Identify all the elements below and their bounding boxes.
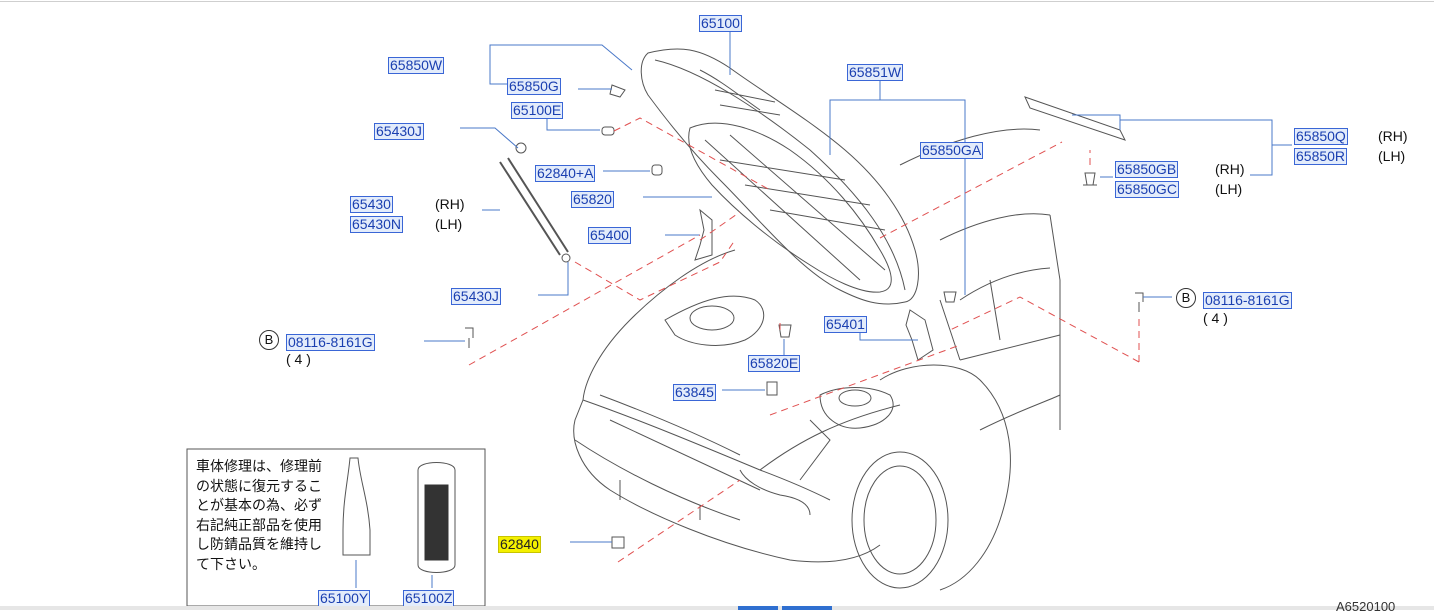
bolt-right [1135,292,1144,312]
stopper-65100e [601,126,615,136]
gas-strut-body [499,157,569,256]
horizontal-scrollbar[interactable] [0,606,1434,610]
side-label-lh-65850r: (LH) [1378,148,1406,164]
bumper-65820e [778,324,792,338]
part-link-65100[interactable]: 65100 [699,15,742,32]
spray-can [417,462,456,573]
bolt-ref-circle-left: B [259,330,279,350]
spray-can-label [424,484,449,561]
part-link-65400[interactable]: 65400 [588,227,631,244]
part-link-65820[interactable]: 65820 [571,191,614,208]
clip-63845 [766,381,778,396]
strut-cap-left [689,305,735,331]
grommet-62840a [651,164,663,176]
dashed-reference-lines [468,117,1140,563]
body-headlamp [739,469,811,516]
scrollbar-thumb-left[interactable] [738,606,778,610]
part-link-65430n[interactable]: 65430N [350,216,404,233]
part-link-65100z[interactable]: 65100Z [403,590,455,607]
hood-ribs [699,69,781,116]
wheel-rim [863,465,937,575]
part-link-65401[interactable]: 65401 [824,316,867,333]
side-label-rh-65850gb: (RH) [1215,161,1245,177]
part-link-65850r[interactable]: 65850R [1294,148,1348,165]
scrollbar-thumb-right[interactable] [782,606,832,610]
hood-hinge-left [694,208,713,261]
clip-65850g [609,84,626,98]
part-link-08116-right[interactable]: 08116-8161G [1203,292,1292,309]
qty-label-right: ( 4 ) [1203,310,1228,326]
hood-seal-strip [1024,96,1126,141]
front-wheel [851,451,949,589]
hood-outline [640,48,919,305]
repair-note-text: 車体修理は、修理前の状態に復元することが基本の為、必ず右記純正部品を使用し防錆品… [196,459,322,573]
part-link-65850w[interactable]: 65850W [388,57,445,74]
side-label-lh-65850gc: (LH) [1215,181,1243,197]
hood-edge [654,59,906,291]
part-link-65430[interactable]: 65430 [350,196,393,213]
body-bumper-lines [574,394,761,521]
strut-cap-right [838,389,872,407]
bolt-left [465,327,474,348]
door-lines [959,334,1061,431]
part-link-65430j-top[interactable]: 65430J [374,123,424,140]
side-label-rh-65850q: (RH) [1378,128,1408,144]
hood-hinge-right [905,309,934,361]
part-link-65100e[interactable]: 65100E [511,102,564,119]
hood-inner-frame [688,122,892,293]
fender-arch [879,364,1011,591]
part-link-62840a[interactable]: 62840+A [535,165,596,182]
body-bumper-slots [619,480,701,520]
part-link-65850q[interactable]: 65850Q [1294,128,1348,145]
part-link-65430j-bottom[interactable]: 65430J [451,288,501,305]
part-link-65851w[interactable]: 65851W [847,64,904,81]
sealer-tube [342,457,371,556]
part-link-65850gb[interactable]: 65850GB [1115,161,1179,178]
body-front-outline [573,249,881,563]
a-pillar-lines [939,214,1061,430]
top-border [0,1,1434,2]
engine-bay-lines [759,404,901,481]
ball-joint-top [515,142,527,154]
bolt-ref-circle-right: B [1176,288,1196,308]
side-label-lh-65430n: (LH) [435,216,463,232]
body-grille-line [582,399,831,501]
figure-id-cutoff: A6520100 [1336,599,1396,614]
leader-lines [355,28,1292,588]
part-link-62840-highlighted[interactable]: 62840 [498,536,541,553]
part-link-63845[interactable]: 63845 [673,384,716,401]
qty-label-left: ( 4 ) [286,351,311,367]
side-label-rh-65430: (RH) [435,196,465,212]
hood-inner-bracing [704,134,886,281]
part-link-65850ga[interactable]: 65850GA [920,142,984,159]
part-link-65850g[interactable]: 65850G [507,78,561,95]
windshield-lines [899,128,1051,301]
part-link-65850gc[interactable]: 65850GC [1115,181,1179,198]
part-link-65820e[interactable]: 65820E [748,355,801,372]
clip-65850ga [943,291,957,303]
grommet-62840 [611,536,625,549]
strut-tower-left [664,295,765,346]
part-link-08116-left[interactable]: 08116-8161G [286,334,375,351]
strut-tower-right [819,387,894,429]
ball-joint-bottom [561,253,571,263]
clip-65850gb [1083,172,1097,186]
part-link-65100y[interactable]: 65100Y [318,590,371,607]
